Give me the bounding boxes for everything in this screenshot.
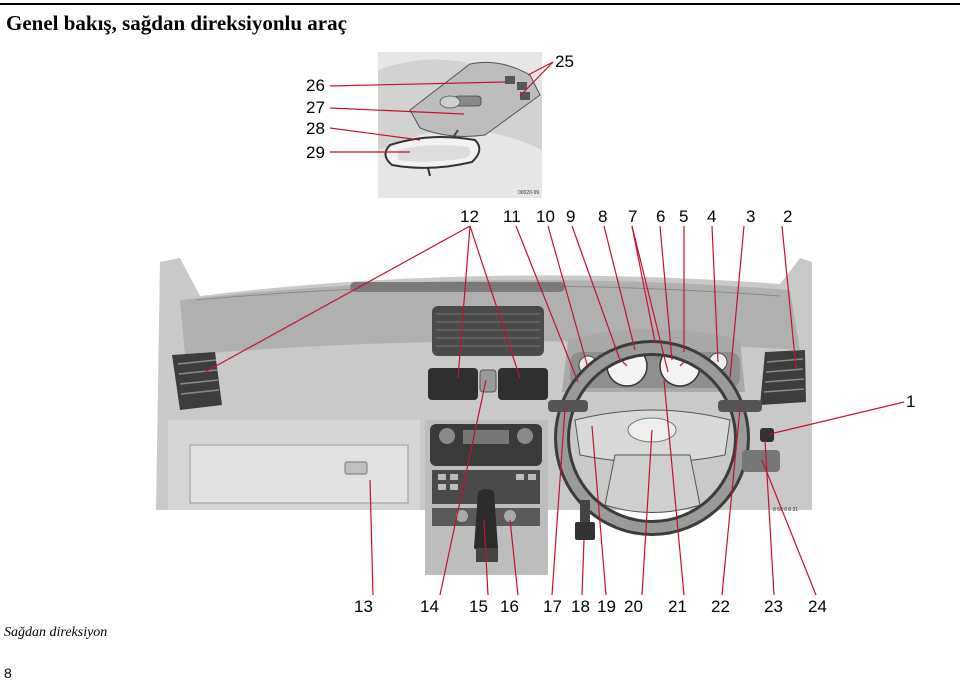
callout-13: 13 xyxy=(354,597,373,616)
figure-caption: Sağdan direksiyon xyxy=(4,625,108,640)
page-number: 8 xyxy=(4,665,12,681)
callout-6: 6 xyxy=(656,207,665,226)
callout-3: 3 xyxy=(746,207,755,226)
dashboard-drawing: 8 50 0 8 31 xyxy=(156,258,812,575)
callout-7: 7 xyxy=(628,207,637,226)
callout-17: 17 xyxy=(543,597,562,616)
callout-23: 23 xyxy=(764,597,783,616)
callout-22: 22 xyxy=(711,597,730,616)
overhead-console-inset: 00020-99 xyxy=(378,52,542,198)
callout-21: 21 xyxy=(668,597,687,616)
callout-15: 15 xyxy=(469,597,488,616)
page-title: Genel bakış, sağdan direksiyonlu araç xyxy=(6,11,347,35)
top-rule xyxy=(0,3,960,5)
callout-4: 4 xyxy=(707,207,716,226)
callout-11: 11 xyxy=(503,207,521,226)
dash-code: 8 50 0 8 31 xyxy=(773,507,798,513)
callout-26: 26 xyxy=(306,76,325,95)
callout-24: 24 xyxy=(808,597,827,616)
callout-27: 27 xyxy=(306,98,325,117)
callout-lines xyxy=(204,61,905,596)
callout-9: 9 xyxy=(566,207,575,226)
callout-14: 14 xyxy=(420,597,439,616)
callout-numbers: 25 26 27 28 29 12 11 10 9 8 7 6 5 4 3 2 … xyxy=(306,52,915,616)
callout-16: 16 xyxy=(500,597,519,616)
callout-25: 25 xyxy=(555,52,574,71)
callout-28: 28 xyxy=(306,119,325,138)
callout-2: 2 xyxy=(783,207,792,226)
inset-code: 00020-99 xyxy=(518,190,539,196)
callout-18: 18 xyxy=(571,597,590,616)
callout-1: 1 xyxy=(906,392,915,411)
callout-8: 8 xyxy=(598,207,607,226)
callout-19: 19 xyxy=(597,597,616,616)
callout-5: 5 xyxy=(679,207,688,226)
callout-20: 20 xyxy=(624,597,643,616)
callout-10: 10 xyxy=(536,207,555,226)
callout-12: 12 xyxy=(460,207,479,226)
callout-29: 29 xyxy=(306,143,325,162)
